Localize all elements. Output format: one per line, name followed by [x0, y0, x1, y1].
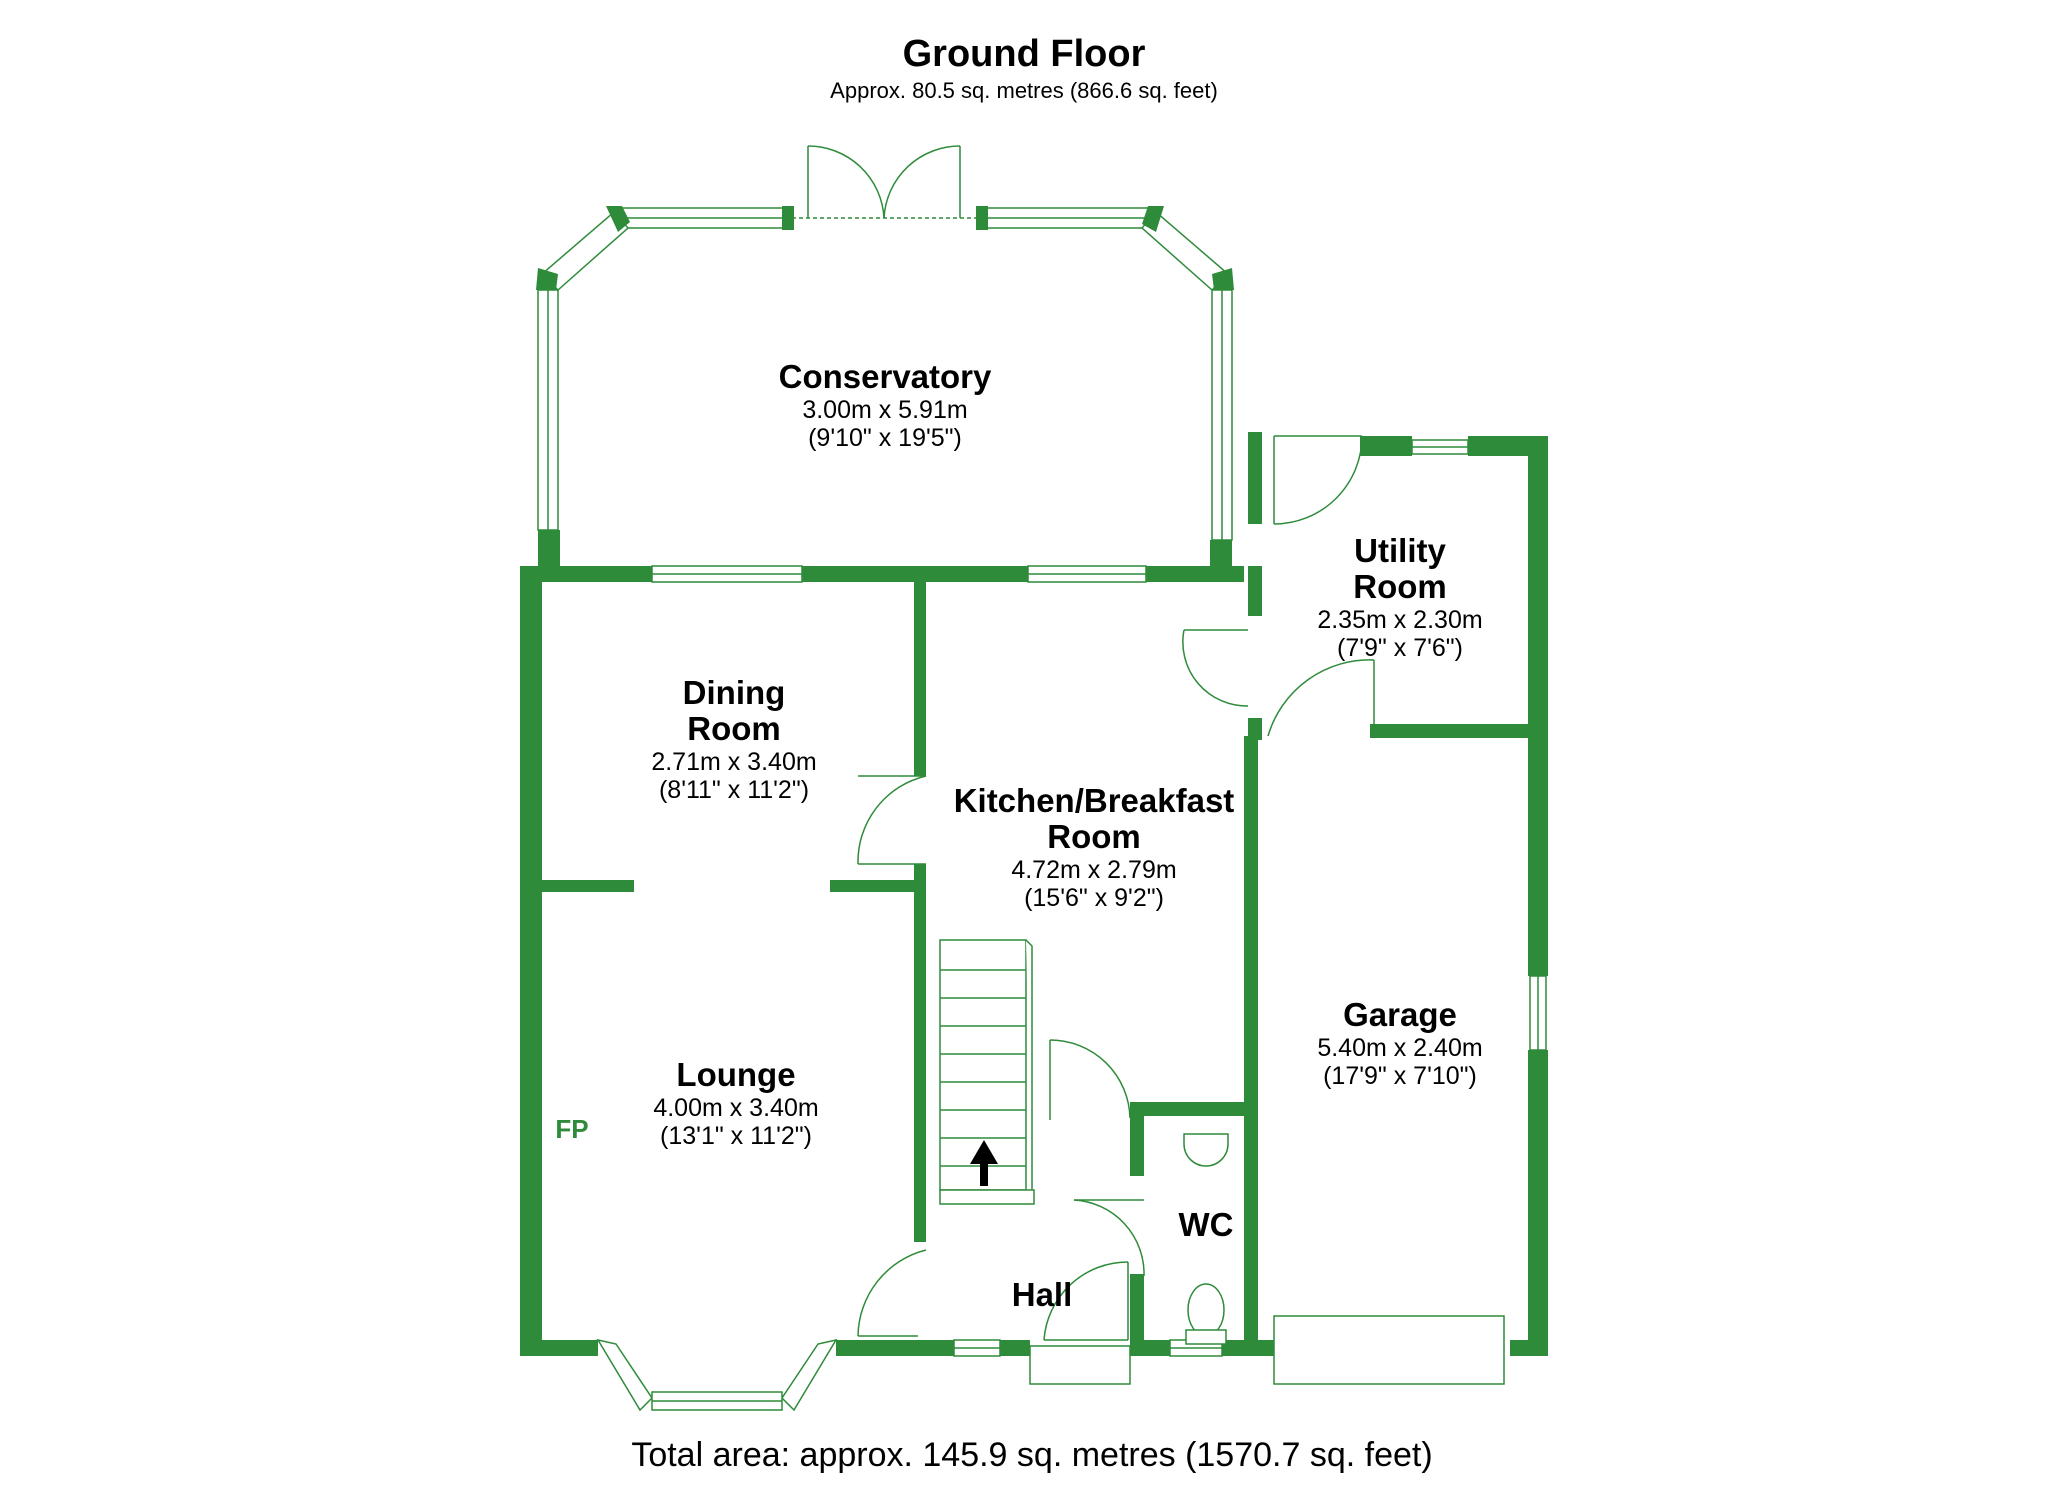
stairs-up-arrow-icon [970, 1140, 998, 1186]
svg-text:(7'9" x 7'6"): (7'9" x 7'6") [1337, 634, 1463, 662]
svg-text:Garage: Garage [1343, 996, 1457, 1033]
toilet-icon [1187, 1283, 1225, 1337]
wc-fixtures [1183, 1133, 1229, 1345]
fireplace-label: FP [555, 1114, 588, 1144]
conservatory-posts [536, 206, 1234, 570]
room-label-utility: Utility Room 2.35m x 2.30m (7'9" x 7'6") [1317, 532, 1482, 662]
room-label-wc: WC [1179, 1206, 1234, 1243]
svg-text:Lounge: Lounge [676, 1056, 795, 1093]
svg-text:(15'6" x 9'2"): (15'6" x 9'2") [1024, 884, 1164, 912]
front-door-step [1029, 1345, 1131, 1385]
garage-door [1273, 1315, 1505, 1385]
svg-text:Conservatory: Conservatory [779, 358, 992, 395]
svg-text:5.40m x 2.40m: 5.40m x 2.40m [1317, 1034, 1482, 1062]
svg-text:Room: Room [1353, 568, 1447, 605]
svg-text:(13'1" x 11'2"): (13'1" x 11'2") [660, 1122, 812, 1150]
svg-text:4.00m x 3.40m: 4.00m x 3.40m [653, 1094, 818, 1122]
svg-text:2.35m x 2.30m: 2.35m x 2.30m [1317, 606, 1482, 634]
total-area: Total area: approx. 145.9 sq. metres (15… [631, 1436, 1432, 1474]
svg-text:4.72m x 2.79m: 4.72m x 2.79m [1011, 856, 1176, 884]
room-label-dining: Dining Room 2.71m x 3.40m (8'11" x 11'2"… [651, 674, 816, 804]
room-label-kitchen: Kitchen/Breakfast Room 4.72m x 2.79m (15… [954, 782, 1235, 912]
svg-text:(8'11" x 11'2"): (8'11" x 11'2") [659, 776, 809, 804]
room-label-garage: Garage 5.40m x 2.40m (17'9" x 7'10") [1317, 996, 1482, 1090]
svg-text:Kitchen/Breakfast: Kitchen/Breakfast [954, 782, 1235, 819]
svg-text:2.71m x 3.40m: 2.71m x 3.40m [651, 748, 816, 776]
plan-subtitle: Approx. 80.5 sq. metres (866.6 sq. feet) [830, 78, 1218, 103]
wall-windows [596, 439, 1547, 1412]
svg-text:Utility: Utility [1354, 532, 1446, 569]
svg-text:Room: Room [687, 710, 781, 747]
exterior-walls [520, 432, 1548, 1356]
plan-title: Ground Floor [903, 33, 1146, 75]
svg-text:3.00m x 5.91m: 3.00m x 5.91m [802, 396, 967, 424]
conservatory-french-doors [792, 145, 978, 219]
wash-basin-icon [1183, 1133, 1229, 1167]
door-swings [857, 435, 1375, 1341]
svg-text:Dining: Dining [683, 674, 786, 711]
room-label-hall: Hall [1012, 1276, 1073, 1313]
svg-text:(17'9" x 7'10"): (17'9" x 7'10") [1323, 1062, 1477, 1090]
svg-text:Room: Room [1047, 818, 1141, 855]
svg-text:(9'10" x 19'5"): (9'10" x 19'5") [808, 424, 962, 452]
room-label-lounge: Lounge 4.00m x 3.40m (13'1" x 11'2") [653, 1056, 818, 1150]
room-label-conservatory: Conservatory 3.00m x 5.91m (9'10" x 19'5… [779, 358, 992, 452]
